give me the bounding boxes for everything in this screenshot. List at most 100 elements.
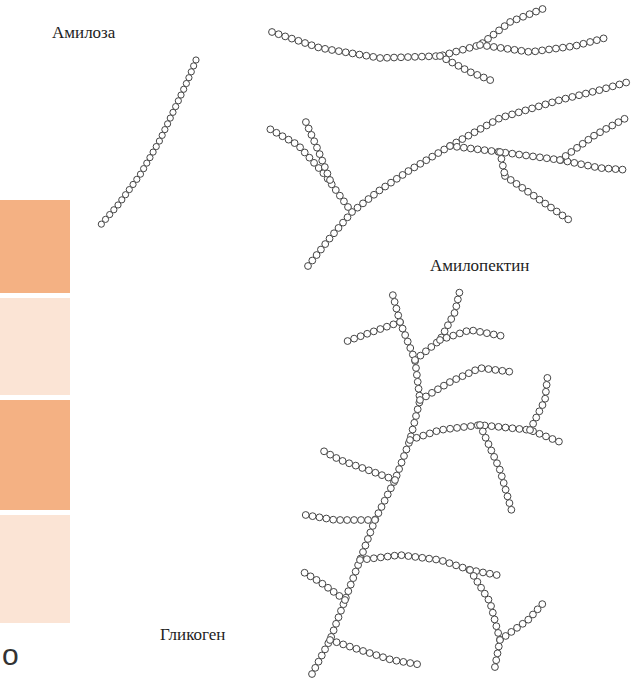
glucose-unit: [413, 365, 420, 372]
glucose-unit: [481, 147, 488, 154]
glucose-unit: [600, 35, 607, 42]
glucose-unit: [539, 6, 546, 13]
glucose-unit: [186, 75, 192, 81]
glucose-unit: [498, 473, 505, 480]
glucose-unit: [543, 433, 550, 440]
glucose-unit: [571, 159, 578, 166]
glucose-unit: [544, 375, 551, 382]
glucose-unit: [493, 657, 500, 664]
glucose-unit: [314, 144, 321, 151]
glucose-unit: [405, 54, 412, 61]
glucose-unit: [450, 332, 457, 339]
glucose-unit: [267, 126, 274, 133]
glucose-unit: [589, 88, 596, 95]
glucose-unit: [324, 170, 331, 177]
glucose-unit: [525, 48, 532, 55]
glucose-unit: [404, 338, 411, 345]
glucose-unit: [419, 554, 426, 561]
glucose-unit: [391, 298, 398, 305]
glucose-unit: [311, 138, 318, 145]
glucose-unit: [536, 154, 543, 161]
glucose-units: [407, 422, 563, 445]
glucose-unit: [499, 367, 506, 374]
glucose-unit: [479, 428, 486, 435]
glucose-unit: [530, 420, 537, 427]
structure-label: Амилопектин: [430, 257, 529, 276]
glucose-unit: [542, 395, 549, 402]
glucose-unit: [543, 381, 550, 388]
glucose-unit: [330, 627, 337, 634]
glucose-unit: [495, 115, 502, 122]
glucose-unit: [413, 434, 420, 441]
glucose-unit: [499, 162, 506, 169]
glucose-unit: [508, 506, 515, 513]
glucose-unit: [345, 588, 352, 595]
glucose-unit: [344, 338, 351, 345]
glucose-unit: [447, 143, 454, 150]
glucose-unit: [490, 331, 497, 338]
glucose-unit: [403, 446, 410, 453]
glucose-unit: [542, 101, 549, 108]
glucose-unit: [504, 493, 511, 500]
glucose-unit: [353, 645, 360, 652]
glucose-unit: [474, 72, 481, 79]
glucose-unit: [454, 424, 461, 431]
glucose-unit: [578, 161, 585, 168]
glucose-unit: [412, 53, 419, 60]
glucose-unit: [546, 46, 553, 53]
glucose-unit: [407, 437, 414, 444]
glucose-unit: [308, 131, 315, 138]
glucose-unit: [383, 323, 390, 330]
glucose-unit: [553, 45, 560, 52]
structure-label: Амилоза: [52, 24, 115, 43]
glucose-unit: [316, 514, 323, 521]
glucose-unit: [344, 517, 351, 524]
glucose-unit: [418, 53, 425, 60]
glucose-unit: [351, 335, 358, 342]
glucose-unit: [356, 51, 363, 58]
glucose-unit: [484, 43, 491, 50]
glucose-unit: [366, 650, 373, 657]
glucose-unit: [612, 166, 619, 173]
glucose-unit: [350, 575, 357, 582]
glucose-unit: [543, 155, 550, 162]
glucose-unit: [477, 422, 484, 429]
glucose-unit: [459, 46, 466, 53]
glucose-unit: [426, 430, 433, 437]
glucose-unit: [191, 63, 197, 69]
glucose-unit: [467, 145, 474, 152]
glucose-unit: [364, 556, 371, 563]
glucose-unit: [453, 376, 460, 383]
glucose-unit: [619, 166, 626, 173]
glucose-unit: [175, 98, 181, 104]
glucose-units: [327, 637, 421, 668]
glucose-unit: [526, 11, 533, 18]
glucose-unit: [414, 661, 421, 668]
glucose-unit: [488, 148, 495, 155]
glucose-unit: [573, 42, 580, 49]
glucose-unit: [446, 379, 453, 386]
glucose-unit: [370, 53, 377, 60]
glucose-unit: [559, 44, 566, 51]
glucose-unit: [467, 423, 474, 430]
glucose-unit: [549, 436, 556, 443]
glucose-unit: [193, 57, 199, 63]
glucose-unit: [384, 553, 391, 560]
glucose-unit: [501, 169, 508, 176]
glucose-units: [417, 365, 513, 404]
glucose-unit: [623, 79, 630, 86]
glucose-unit: [453, 48, 460, 55]
glucose-unit: [497, 149, 504, 156]
glucose-unit: [162, 126, 168, 132]
glucose-unit: [485, 596, 492, 603]
glucose-unit: [491, 453, 498, 460]
glucose-unit: [420, 432, 427, 439]
glucose-unit: [372, 516, 379, 523]
glucose-unit: [477, 42, 484, 49]
glucose-unit: [370, 555, 377, 562]
glucose-unit: [301, 569, 308, 576]
glucose-unit: [319, 157, 326, 164]
glucose-unit: [373, 652, 380, 659]
glucose-unit: [596, 87, 603, 94]
glucose-unit: [359, 465, 366, 472]
